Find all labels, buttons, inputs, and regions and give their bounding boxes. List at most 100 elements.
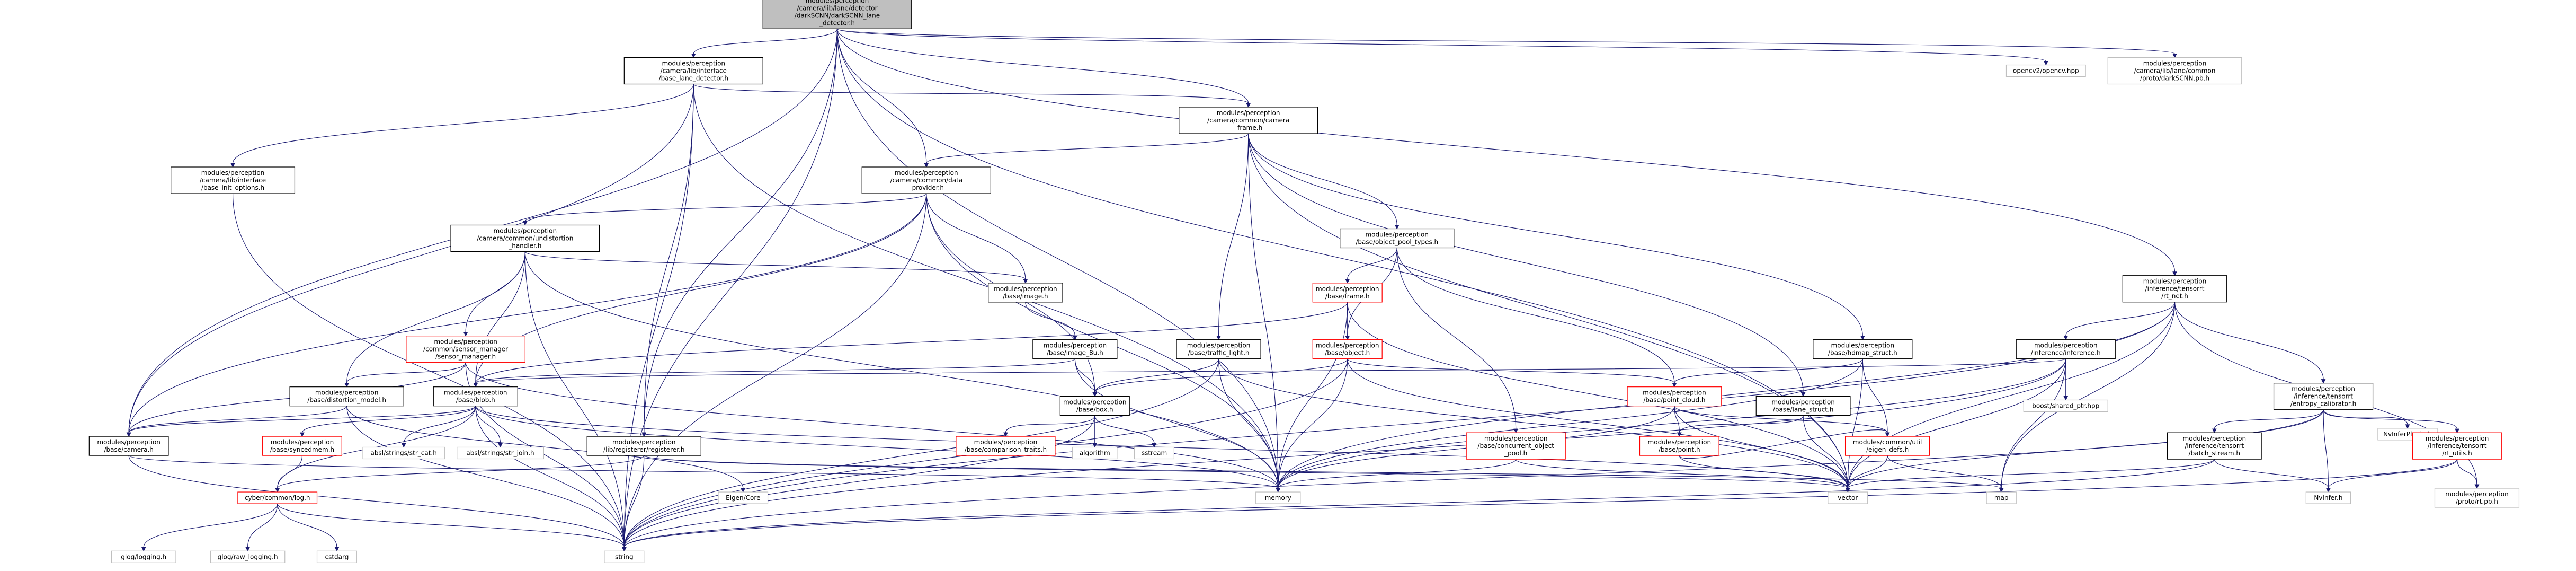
edge-line xyxy=(2001,358,2066,489)
node-syncedmem[interactable]: modules/perception/base/syncedmem.h xyxy=(262,436,342,456)
edge-batch-stream-to-vector xyxy=(1845,459,2215,493)
node-label-line: modules/perception xyxy=(494,227,557,234)
edge-arrowhead xyxy=(1999,488,2004,493)
node-rt-utils[interactable]: modules/perception/inference/tensorrt/rt… xyxy=(2412,432,2502,460)
edge-line xyxy=(128,455,625,548)
node-map[interactable]: map xyxy=(1986,491,2017,504)
node-object-pool-types[interactable]: modules/perception/base/object_pool_type… xyxy=(1340,228,1455,249)
node-label-line: /base/concurrent_object xyxy=(1477,442,1554,450)
node-glog-logging[interactable]: glog/logging.h xyxy=(111,550,176,563)
node-box xyxy=(988,283,1063,303)
node-opencv[interactable]: opencv2/opencv.hpp xyxy=(2005,64,2086,77)
node-undistortion[interactable]: modules/perception/camera/common/undisto… xyxy=(450,224,600,252)
node-label-line: _handler.h xyxy=(508,242,541,249)
node-batch-stream[interactable]: modules/perception/inference/tensorrt/ba… xyxy=(2167,432,2262,460)
node-box xyxy=(2016,339,2116,359)
node-inference[interactable]: modules/perception/inference/inference.h xyxy=(2016,339,2116,359)
node-boost-shared[interactable]: boost/shared_ptr.hpp xyxy=(2023,399,2108,412)
node-rt-net[interactable]: modules/perception/inference/tensorrt/rt… xyxy=(2122,275,2227,303)
edge-entropy-calibrator-to-nvinfer xyxy=(2323,409,2331,493)
node-box xyxy=(450,224,600,252)
node-label-line: glog/logging.h xyxy=(121,553,166,560)
node-glog-raw-logging[interactable]: glog/raw_logging.h xyxy=(210,550,286,563)
node-label-line: _provider.h xyxy=(908,184,944,191)
node-box xyxy=(1176,339,1261,359)
node-root[interactable]: modules/perception/camera/lib/lane/detec… xyxy=(762,0,912,29)
edge-object-pool-types-to-point-cloud xyxy=(1396,248,1677,388)
node-concurrent-pool[interactable]: modules/perception/base/concurrent_objec… xyxy=(1466,432,1566,460)
node-camera[interactable]: modules/perception/base/camera.h xyxy=(88,436,169,456)
edge-root-to-base-lane-detector xyxy=(691,29,838,58)
edge-arrowhead xyxy=(245,547,250,552)
node-base-lane-detector[interactable]: modules/perception/camera/lib/interface/… xyxy=(623,57,763,85)
node-label-line: modules/perception xyxy=(1365,231,1429,238)
node-traffic-light[interactable]: modules/perception/base/traffic_light.h xyxy=(1176,339,1261,359)
edge-camera-frame-to-memory xyxy=(1248,133,1281,493)
node-comparison-traits[interactable]: modules/perception/base/comparison_trait… xyxy=(956,436,1056,456)
edge-line xyxy=(1094,358,1348,393)
node-box[interactable]: modules/perception/base/box.h xyxy=(1059,396,1130,416)
node-entropy-calibrator[interactable]: modules/perception/inference/tensorrt/en… xyxy=(2273,383,2374,410)
node-label-line: modules/perception xyxy=(97,438,161,446)
node-label-line: sstream xyxy=(1142,449,1167,456)
node-label-line: /entropy_calibrator.h xyxy=(2290,400,2356,408)
edge-camera-frame-to-lane-struct xyxy=(1248,133,1806,397)
edge-inference-to-map xyxy=(1999,358,2066,493)
node-cstdarg[interactable]: cstdarg xyxy=(316,550,357,563)
node-sensor-manager[interactable]: modules/perception/common/sensor_manager… xyxy=(406,336,525,363)
node-distortion-model[interactable]: modules/perception/base/distortion_model… xyxy=(289,386,404,407)
edge-sensor-manager-to-distortion-model xyxy=(344,362,466,388)
node-frame[interactable]: modules/perception/base/frame.h xyxy=(1312,283,1383,303)
node-str-cat[interactable]: absl/strings/str_cat.h xyxy=(362,446,445,460)
node-eigen-core[interactable]: Eigen/Core xyxy=(718,491,769,504)
node-proto-pb[interactable]: modules/perception/proto/rt.pb.h xyxy=(2434,488,2520,508)
node-image-8u[interactable]: modules/perception/base/image_8u.h xyxy=(1032,339,1118,359)
edge-line xyxy=(1248,133,1397,225)
node-box xyxy=(1828,491,1868,504)
node-eigen-defs[interactable]: modules/common/util/eigen_defs.h xyxy=(1844,436,1930,456)
edge-box-to-algorithm xyxy=(1092,415,1098,448)
edge-line xyxy=(277,455,303,489)
edge-line xyxy=(2328,459,2458,489)
edge-camera-frame-to-traffic-light xyxy=(1216,133,1249,340)
node-vector[interactable]: vector xyxy=(1828,491,1868,504)
node-label-line: boost/shared_ptr.hpp xyxy=(2032,402,2099,409)
node-label-line: modules/perception xyxy=(1648,438,1712,446)
node-label-line: modules/perception xyxy=(994,285,1057,293)
node-label-line: /camera/lib/lane/detector xyxy=(797,4,877,12)
edge-box-to-sstream xyxy=(1094,415,1157,448)
edge-blob-to-str-join xyxy=(475,406,503,448)
node-str-join[interactable]: absl/strings/str_join.h xyxy=(457,446,544,460)
node-label-line: /base/syncedmem.h xyxy=(270,446,334,453)
node-data-provider[interactable]: modules/perception/camera/common/data_pr… xyxy=(861,166,991,194)
node-algorithm[interactable]: algorithm xyxy=(1072,446,1118,460)
edge-line xyxy=(1347,358,1848,489)
node-camera-frame[interactable]: modules/perception/camera/common/camera_… xyxy=(1179,107,1318,134)
edge-entropy-calibrator-to-batch-stream xyxy=(2212,409,2324,434)
edge-line xyxy=(644,84,694,433)
node-lane-struct[interactable]: modules/perception/base/lane_struct.h xyxy=(1755,396,1851,416)
edge-line xyxy=(2323,409,2329,489)
node-string[interactable]: string xyxy=(604,550,645,563)
node-blob[interactable]: modules/perception/base/blob.h xyxy=(433,386,518,407)
node-object[interactable]: modules/perception/base/object.h xyxy=(1312,339,1383,359)
edge-arrowhead xyxy=(1672,383,1677,388)
node-darkscnn-pb[interactable]: modules/perception/camera/lib/lane/commo… xyxy=(2107,57,2242,85)
edge-line xyxy=(128,84,694,433)
node-image[interactable]: modules/perception/base/image.h xyxy=(988,283,1063,303)
node-base-init-options[interactable]: modules/perception/camera/lib/interface/… xyxy=(171,166,296,194)
node-point[interactable]: modules/perception/base/point.h xyxy=(1639,436,1719,456)
node-nvinfer[interactable]: NvInfer.h xyxy=(2305,491,2351,504)
edge-line xyxy=(2214,409,2324,429)
node-sstream[interactable]: sstream xyxy=(1134,446,1175,460)
edge-eigen-defs-to-map xyxy=(1887,455,2004,493)
node-memory[interactable]: memory xyxy=(1255,491,1301,504)
edge-undistortion-to-distortion-model xyxy=(344,251,525,388)
node-box xyxy=(1312,283,1383,303)
node-hdmap-struct[interactable]: modules/perception/base/hdmap_struct.h xyxy=(1813,339,1913,359)
node-log[interactable]: cyber/common/log.h xyxy=(237,491,318,504)
node-box xyxy=(2023,399,2108,412)
node-registerer[interactable]: modules/perception/lib/registerer/regist… xyxy=(586,436,701,456)
edge-line xyxy=(1278,358,1348,489)
node-point-cloud[interactable]: modules/perception/base/point_cloud.h xyxy=(1627,386,1722,407)
